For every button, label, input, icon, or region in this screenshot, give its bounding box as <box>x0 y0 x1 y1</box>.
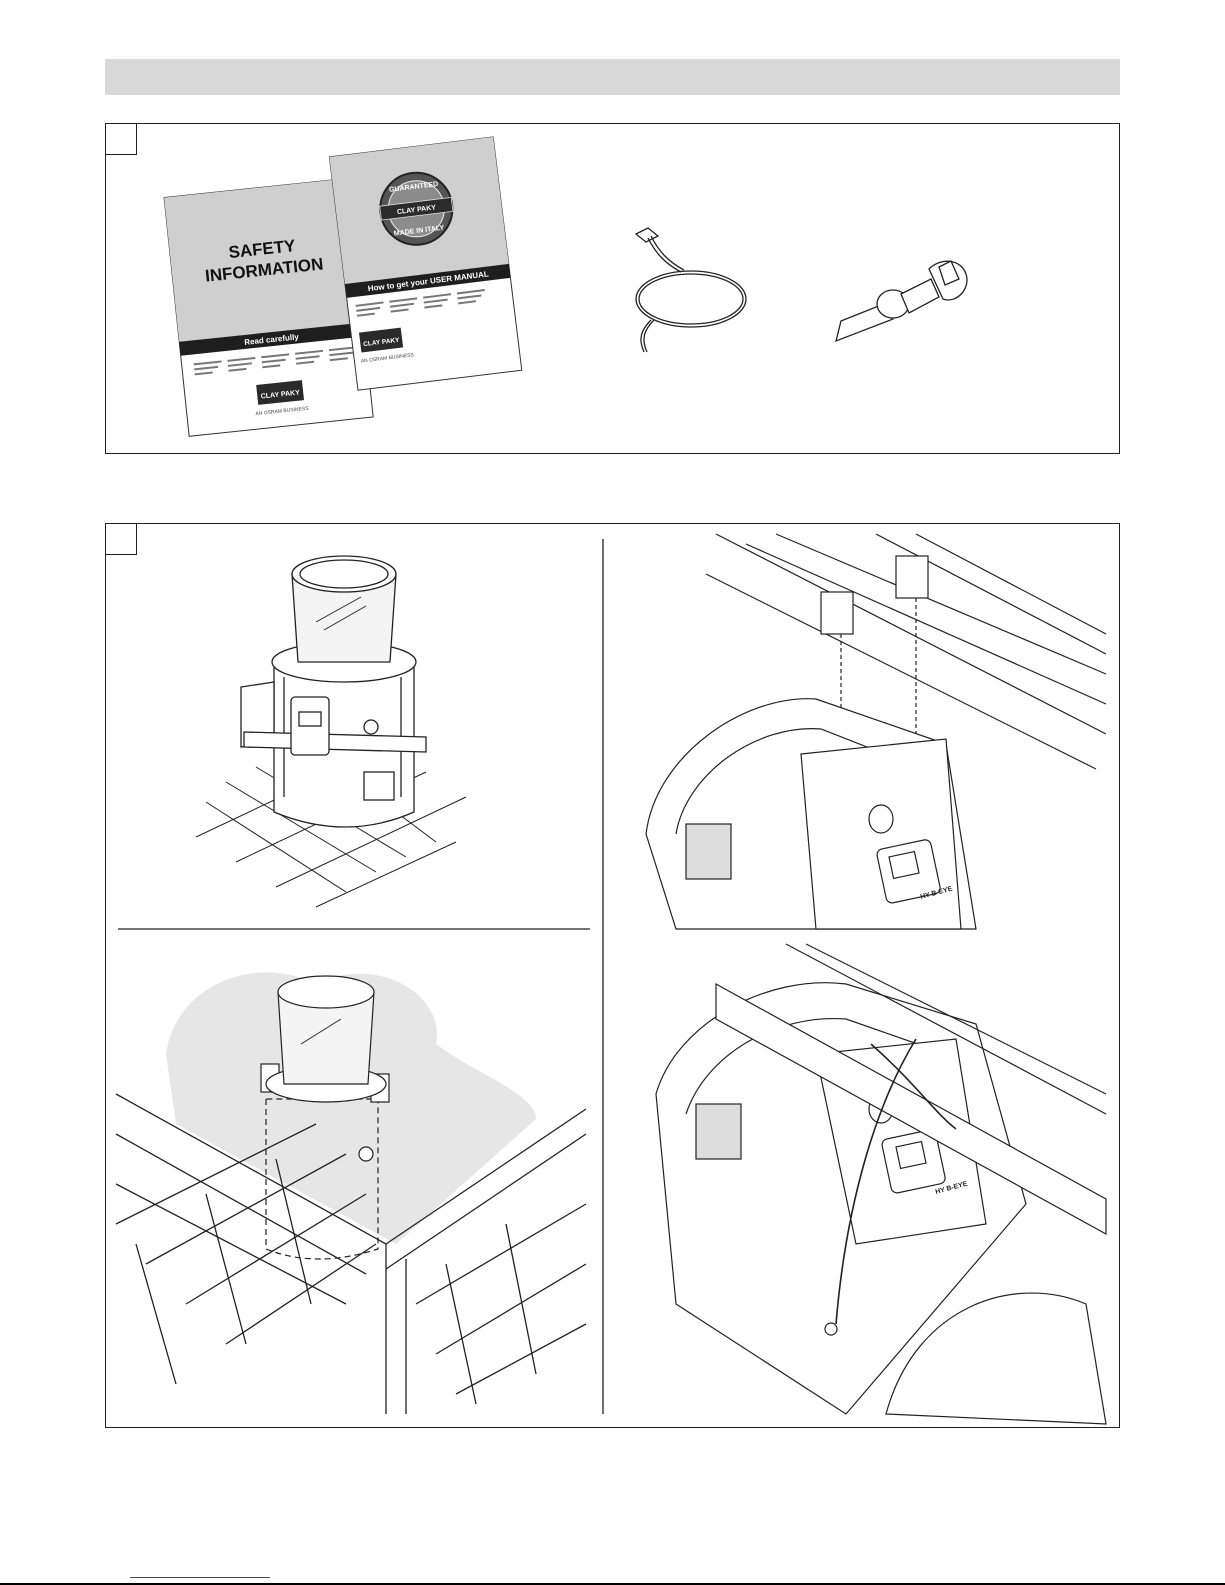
floor-standing-fixture-illustration <box>196 542 496 922</box>
panel-a-step-box <box>105 123 137 155</box>
footer-link-underline[interactable] <box>130 1577 270 1578</box>
bracket-mounting-illustration: HY B-EYE <box>616 534 1106 929</box>
bar-hanging-with-safety-cable-illustration: HY B-EYE <box>616 944 1106 1424</box>
adapter-illustration <box>831 249 981 349</box>
power-cable-illustration <box>626 224 761 354</box>
installation-panel: HY B-EYE HY B-EYE <box>105 523 1120 1428</box>
user-manual-booklet: GUARANTEED CLAY PAKY MADE IN ITALY How t… <box>331 138 521 388</box>
section-header-bar <box>105 59 1120 95</box>
truss-mounted-fixture-illustration <box>116 944 596 1414</box>
package-contents-panel: SAFETY INFORMATION Read carefully CLAY P… <box>105 123 1120 454</box>
